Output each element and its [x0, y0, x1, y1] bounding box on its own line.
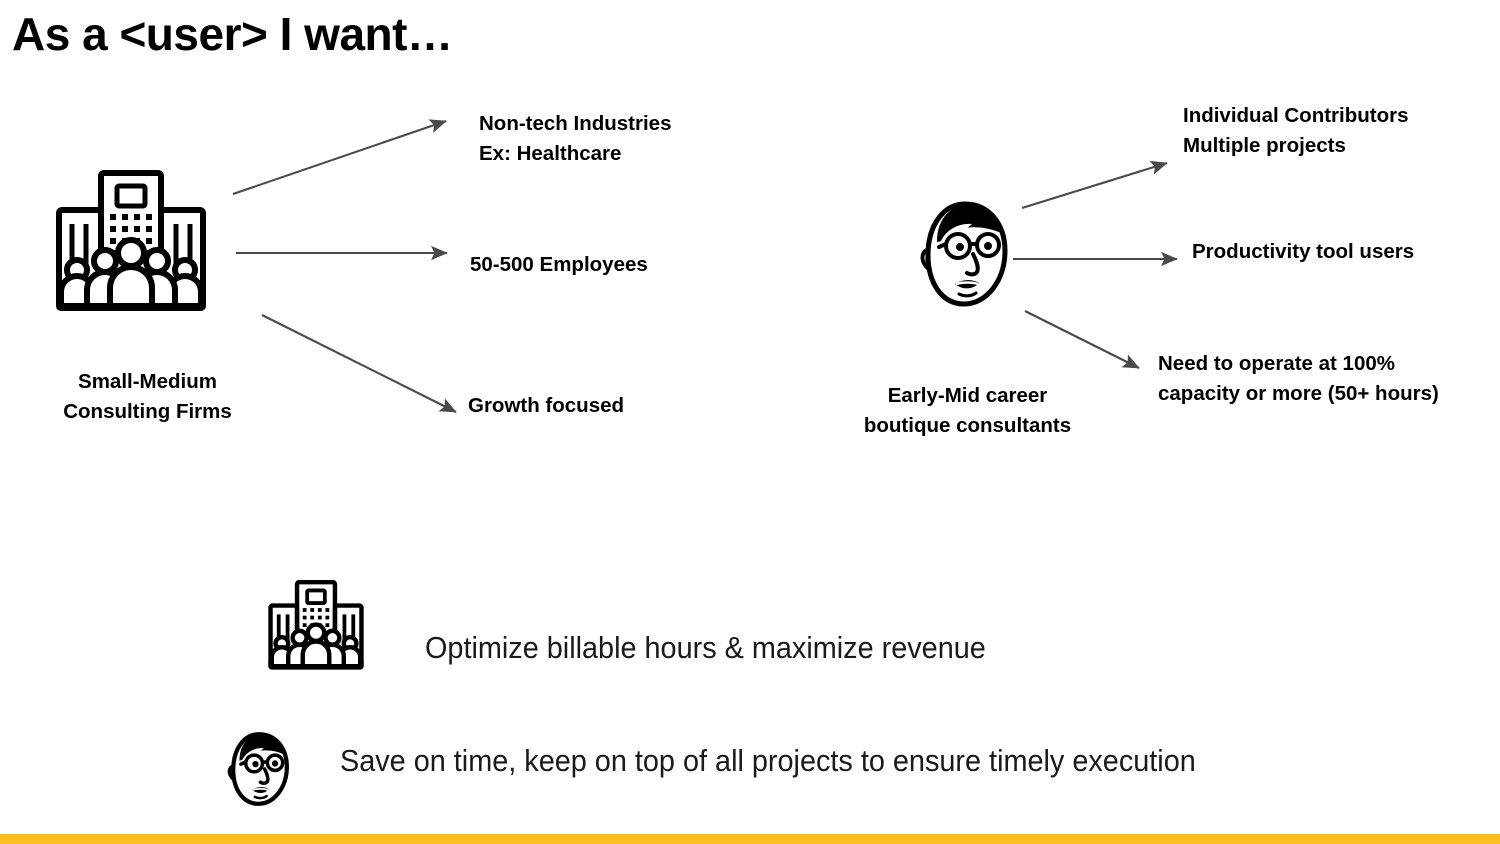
label-productivity-tool-users: Productivity tool users	[1192, 240, 1415, 263]
consultant-face-icon	[915, 198, 1015, 310]
arrow-right-3	[1024, 310, 1140, 369]
label-growth-focused: Growth focused	[468, 394, 625, 417]
arrow-right-1	[1021, 160, 1168, 210]
label-capacity-requirement: Need to operate at 100% capacity or more…	[1158, 352, 1439, 405]
company-building-icon	[55, 160, 207, 312]
arrow-left-3	[261, 314, 457, 413]
label-employee-range: 50-500 Employees	[470, 253, 648, 276]
label-individual-contributors: Individual Contributors Multiple project…	[1183, 104, 1409, 157]
company-building-icon-small	[268, 574, 364, 670]
right-cluster-caption: Early-Mid career boutique consultants	[863, 384, 1072, 437]
page-title: As a <user> I want…	[12, 8, 453, 60]
left-cluster-caption: Small-Medium Consulting Firms	[63, 370, 232, 423]
statement-save-on-time: Save on time, keep on top of all project…	[340, 743, 1196, 778]
label-non-tech-industries: Non-tech Industries Ex: Healthcare	[479, 112, 672, 165]
arrow-left-1	[232, 119, 447, 195]
bottom-accent-bar	[0, 834, 1500, 844]
consultant-face-icon-small	[224, 730, 294, 808]
statement-optimize-billable-hours: Optimize billable hours & maximize reven…	[425, 630, 986, 665]
